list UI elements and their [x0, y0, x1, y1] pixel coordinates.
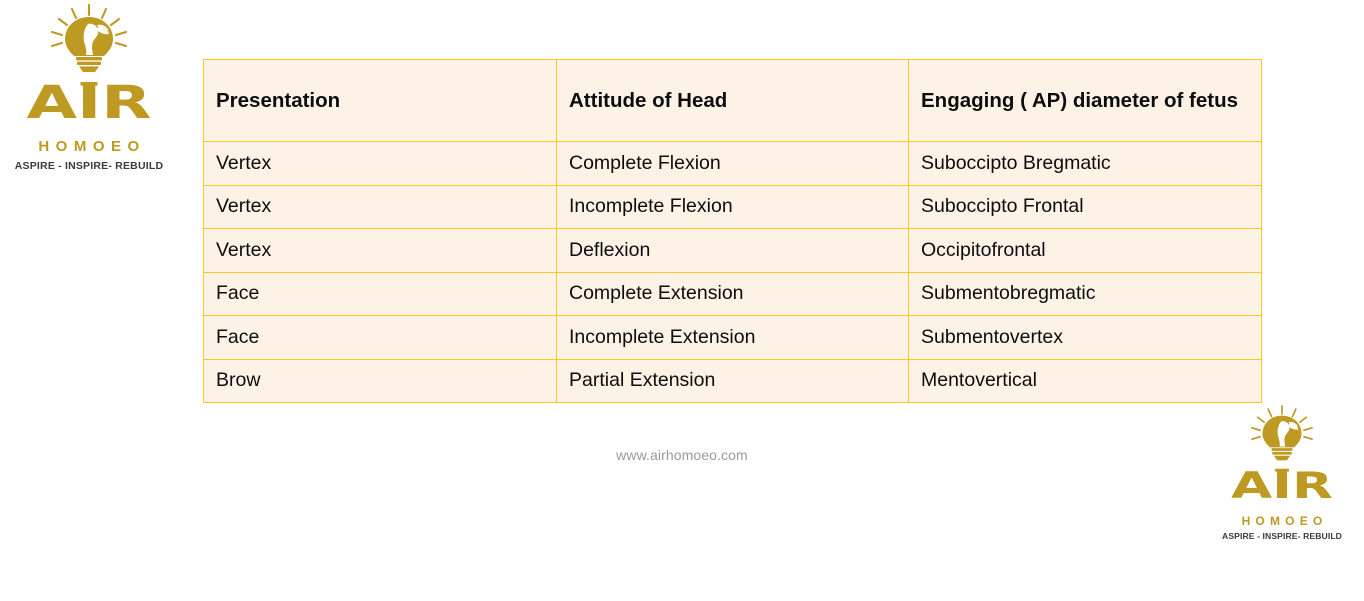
brand-tagline: ASPIRE - INSPIRE- REBUILD	[14, 160, 164, 172]
column-header-attitude-of-head: Attitude of Head	[556, 59, 909, 142]
cell-attitude: Incomplete Extension	[556, 315, 909, 360]
brand-logo-primary: AIR HOMOEO ASPIRE - INSPIRE- REBUILD	[14, 3, 164, 172]
fetal-presentation-table: Presentation Attitude of Head Engaging (…	[203, 59, 1262, 403]
table-row: Brow Partial Extension Mentovertical	[203, 358, 1262, 403]
cell-attitude: Partial Extension	[556, 358, 909, 403]
cell-attitude: Complete Extension	[556, 271, 909, 316]
table-row: Vertex Incomplete Flexion Suboccipto Fro…	[203, 184, 1262, 229]
column-header-presentation: Presentation	[203, 59, 557, 142]
svg-text:AIR: AIR	[26, 79, 151, 125]
svg-text:AIR: AIR	[1231, 466, 1333, 504]
table-row: Vertex Complete Flexion Suboccipto Bregm…	[203, 141, 1262, 186]
lightbulb-icon	[14, 3, 164, 78]
brand-wordmark: AIR	[10, 76, 169, 132]
column-header-engaging-diameter: Engaging ( AP) diameter of fetus	[908, 59, 1262, 142]
cell-diameter: Suboccipto Frontal	[908, 184, 1262, 229]
website-watermark: www.airhomoeo.com	[616, 447, 748, 463]
table-row: Face Incomplete Extension Submentovertex	[203, 315, 1262, 360]
cell-presentation: Brow	[203, 358, 557, 403]
cell-attitude: Complete Flexion	[556, 141, 909, 186]
lightbulb-icon	[1221, 405, 1343, 466]
brand-logo-secondary: AIR HOMOEO ASPIRE - INSPIRE- REBUILD	[1221, 405, 1343, 541]
cell-diameter: Suboccipto Bregmatic	[908, 141, 1262, 186]
brand-subname: HOMOEO	[1241, 514, 1328, 528]
cell-presentation: Face	[203, 315, 557, 360]
table-header-row: Presentation Attitude of Head Engaging (…	[203, 59, 1262, 142]
cell-presentation: Vertex	[203, 228, 557, 273]
cell-presentation: Vertex	[203, 184, 557, 229]
cell-presentation: Face	[203, 271, 557, 316]
cell-diameter: Occipitofrontal	[908, 228, 1262, 273]
cell-diameter: Mentovertical	[908, 358, 1262, 403]
cell-diameter: Submentovertex	[908, 315, 1262, 360]
table-row: Face Complete Extension Submentobregmati…	[203, 271, 1262, 316]
table-row: Vertex Deflexion Occipitofrontal	[203, 228, 1262, 273]
cell-attitude: Deflexion	[556, 228, 909, 273]
cell-presentation: Vertex	[203, 141, 557, 186]
cell-attitude: Incomplete Flexion	[556, 184, 909, 229]
brand-tagline: ASPIRE - INSPIRE- REBUILD	[1222, 531, 1342, 541]
brand-wordmark: AIR	[1217, 464, 1346, 510]
cell-diameter: Submentobregmatic	[908, 271, 1262, 316]
brand-subname: HOMOEO	[38, 138, 146, 155]
